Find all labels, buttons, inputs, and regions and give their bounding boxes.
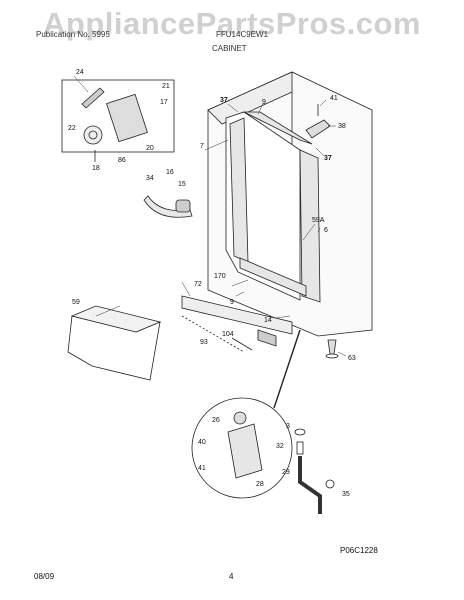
callout-18: 18 xyxy=(92,165,100,172)
inset-box xyxy=(61,79,175,153)
callout-7: 7 xyxy=(200,143,204,150)
callout-28: 28 xyxy=(256,481,264,488)
switch-part xyxy=(175,199,191,213)
callout-14: 14 xyxy=(264,317,272,324)
callout-63: 63 xyxy=(348,355,356,362)
cap-3 xyxy=(294,428,306,436)
cap-26 xyxy=(233,411,247,425)
callout-15: 15 xyxy=(178,181,186,188)
detail-callout-line xyxy=(273,329,301,409)
callout-93: 93 xyxy=(200,339,208,346)
callout-22: 22 xyxy=(68,125,76,132)
callout-35: 35 xyxy=(342,491,350,498)
header-publication: Publication No. 5995 xyxy=(36,30,110,39)
gasket-bottom-rail xyxy=(239,257,307,297)
dimension-93 xyxy=(181,315,245,353)
gasket-top-rail xyxy=(243,111,313,145)
callout-104: 104 xyxy=(222,331,234,338)
leg-foot xyxy=(325,353,339,359)
callout-24: 24 xyxy=(76,69,84,76)
callout-6: 6 xyxy=(324,227,328,234)
callout-21: 21 xyxy=(162,83,170,90)
kickplate xyxy=(181,295,293,335)
header-model: FFU14C9EW1 xyxy=(216,30,269,39)
bulb-part xyxy=(81,87,105,109)
callout-37-top: 37 xyxy=(220,97,228,104)
callout-17: 17 xyxy=(160,99,168,106)
callout-59: 59 xyxy=(72,299,80,306)
hinge-assembly xyxy=(227,423,263,479)
callout-59a: 59A xyxy=(312,217,325,224)
gasket-right-rail xyxy=(299,149,321,303)
section-title: CABINET xyxy=(212,44,247,53)
drain-tube xyxy=(298,456,322,514)
callout-40: 40 xyxy=(198,439,206,446)
callout-20: 20 xyxy=(146,145,154,152)
knob-part xyxy=(83,125,103,145)
callout-3: 3 xyxy=(286,423,290,430)
diagram-code: P06C1228 xyxy=(340,546,378,555)
callout-34: 34 xyxy=(146,175,154,182)
callout-9-top: 9 xyxy=(262,99,266,106)
kickplate-end xyxy=(257,329,277,347)
callout-86: 86 xyxy=(118,157,126,164)
detail-circle xyxy=(191,397,293,499)
callout-37-right: 37 xyxy=(324,155,332,162)
callout-32: 32 xyxy=(276,443,284,450)
fitting-32 xyxy=(296,441,304,455)
footer-date: 08/09 xyxy=(34,572,55,581)
leader-104 xyxy=(231,337,253,351)
callout-9-bottom: 9 xyxy=(230,299,234,306)
callout-26: 26 xyxy=(212,417,220,424)
callout-16: 16 xyxy=(166,169,174,176)
callout-41-detail: 41 xyxy=(198,465,206,472)
callout-29: 29 xyxy=(282,469,290,476)
light-socket-part xyxy=(106,93,148,143)
watermark-text: AppliancePartsPros.com xyxy=(43,6,421,41)
clamp-35 xyxy=(325,479,335,489)
footer-page-number: 4 xyxy=(229,572,234,581)
leveling-leg xyxy=(327,339,337,355)
callout-41: 41 xyxy=(330,95,338,102)
callout-170: 170 xyxy=(214,273,226,280)
callout-38: 38 xyxy=(338,123,346,130)
basket-rim xyxy=(70,305,162,333)
callout-72: 72 xyxy=(194,281,202,288)
knob-center xyxy=(88,130,98,140)
